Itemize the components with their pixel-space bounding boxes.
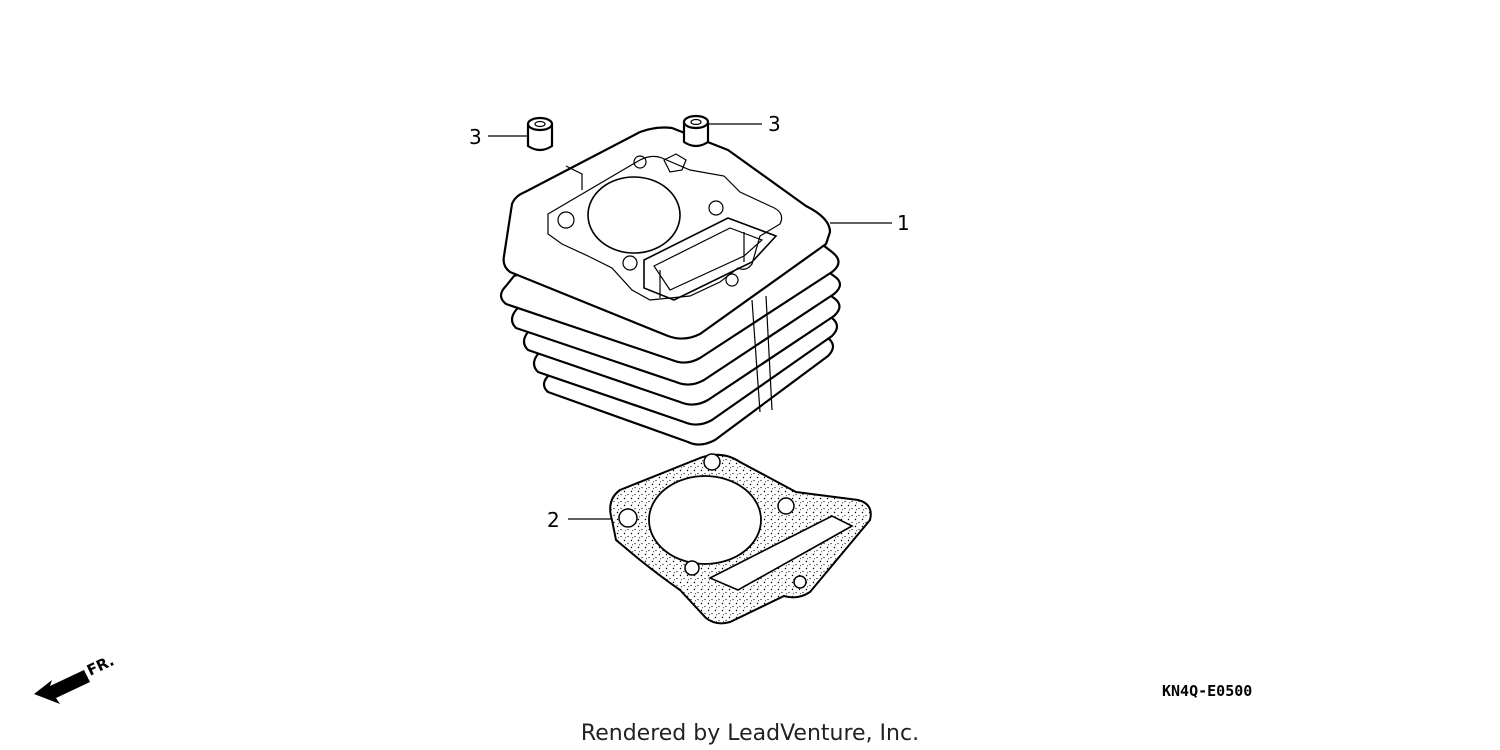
callout-cylinder[interactable]: 1 (897, 211, 910, 235)
front-arrow-icon (34, 670, 90, 704)
callout-dowel-right[interactable]: 3 (768, 112, 781, 136)
callout-gasket[interactable]: 2 (547, 508, 560, 532)
callout-dowel-left[interactable]: 3 (469, 125, 482, 149)
cylinder-part[interactable] (499, 126, 842, 446)
reference-code: KN4Q-E0500 (1162, 682, 1252, 700)
credit-text: Rendered by LeadVenture, Inc. (581, 721, 919, 746)
front-label: FR. (84, 652, 117, 680)
front-direction-indicator: FR. (34, 652, 117, 704)
dowel-pin-left[interactable] (526, 116, 554, 152)
base-gasket-part[interactable] (609, 453, 872, 625)
dowel-pin-right[interactable] (682, 114, 710, 148)
